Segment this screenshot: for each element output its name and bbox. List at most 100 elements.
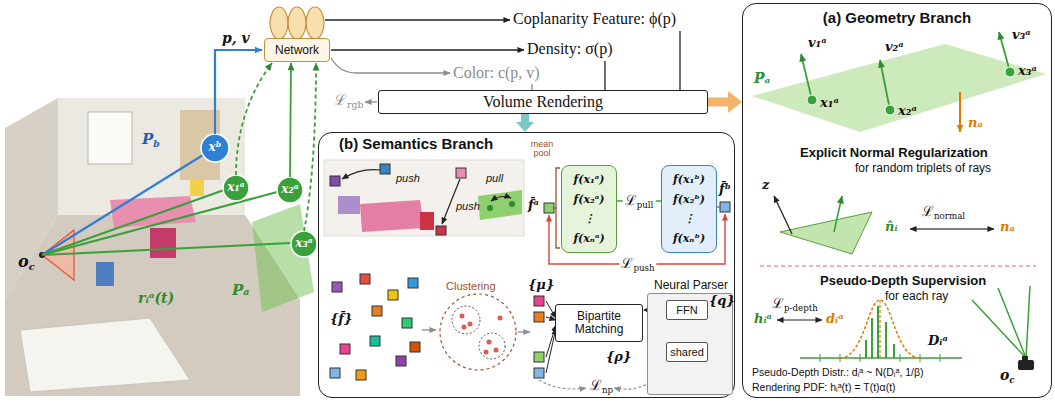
panel-title: (a) Geometry Branch <box>823 9 971 26</box>
ffn-box: FFN <box>666 300 708 320</box>
point-label: x₁ᵃ <box>227 181 244 195</box>
sample-point <box>223 175 249 201</box>
geometry-illustration <box>885 105 895 115</box>
formula: Rendering PDF: hᵢᵃ(t) = T(t)α(t) <box>752 381 896 393</box>
parser-box: FFNsharedNeural Parser <box>647 293 733 395</box>
operation-label: Clustering <box>446 280 496 293</box>
feature-column: f(x₁ᵇ)f(x₂ᵇ)⋮f(xₙᵇ) <box>661 165 717 253</box>
geometry-illustration <box>777 319 822 320</box>
operation-label: mean pool <box>526 140 558 159</box>
semantics-illustration <box>408 278 418 288</box>
depth-label: dᵢᵃ <box>826 312 844 327</box>
plane-label: Pb <box>142 132 160 148</box>
matching-label: Bipartite Matching <box>556 310 642 336</box>
semantics-illustration <box>554 168 560 248</box>
room-illustration <box>252 204 314 312</box>
geometry-illustration <box>900 354 901 362</box>
semantics-illustration <box>491 197 511 201</box>
room-illustration <box>190 180 204 196</box>
semantics-illustration <box>509 201 515 207</box>
output-arrow <box>365 101 377 102</box>
geometry-illustration <box>865 340 867 358</box>
semantics-illustration <box>487 340 492 345</box>
feature-column: f(x₁ᵃ)f(x₂ᵃ)⋮f(xₙᵃ) <box>561 165 617 253</box>
semantics-illustration <box>388 290 398 300</box>
semantics-illustration <box>534 312 544 322</box>
feature-label: ⋮ <box>684 212 695 225</box>
axis-label: z <box>762 178 769 193</box>
geometry-illustration <box>1005 67 1015 77</box>
plane-label: Pₐ <box>232 282 249 299</box>
semantics-illustration <box>534 296 544 306</box>
network-coil <box>306 7 324 39</box>
loss-label: ℒrgb <box>334 93 363 109</box>
normal-label: nₐ <box>968 116 983 131</box>
point-label: x₂ᵃ <box>898 104 917 119</box>
semantics-illustration <box>484 350 489 355</box>
geometry-illustration <box>972 300 1026 358</box>
semantics-illustration <box>330 176 340 186</box>
semantics-illustration <box>342 170 380 179</box>
shared-box: shared <box>666 342 708 362</box>
semantics-illustration <box>360 200 424 232</box>
semantics-illustration <box>420 212 434 230</box>
geometry-illustration <box>840 300 920 358</box>
output-arrow <box>325 19 510 20</box>
formula: Pseudo-Depth Distr.: dᵢᵃ ~ N(Dᵢᵃ, 1/β) <box>752 366 924 378</box>
camera-rays <box>42 190 224 255</box>
network-input <box>290 63 291 177</box>
semantics-illustration <box>360 274 370 284</box>
semantics-illustration <box>410 342 420 352</box>
feature-label: f(x₂ᵃ) <box>573 193 604 206</box>
section-subheading: for random triplets of rays <box>855 162 991 176</box>
geometry-illustration <box>999 32 1010 72</box>
geometry-illustration <box>940 354 941 362</box>
vector-label: v₃ᵃ <box>1012 28 1031 43</box>
process-box: Volume Rendering <box>378 90 708 114</box>
semantics-illustration <box>494 348 499 353</box>
camera-label: oc <box>1000 368 1015 384</box>
semantics-illustration <box>338 196 360 214</box>
semantics-illustration <box>324 160 524 236</box>
geometry-illustration <box>1026 286 1030 358</box>
geometry-illustration <box>910 228 994 229</box>
matching-box: Bipartite Matching <box>555 304 643 342</box>
network-input <box>236 63 272 175</box>
geometry-illustration <box>752 32 1046 370</box>
geometry-illustration <box>1022 356 1028 360</box>
feature-label: f(x₂ᵇ) <box>673 193 705 206</box>
normal-label: n̂ᵢ <box>885 220 898 235</box>
semantics-illustration <box>478 190 522 220</box>
loss-label: ℒnp <box>590 378 613 394</box>
geometry-illustration <box>959 92 961 132</box>
feature-label: ⋮ <box>584 212 595 225</box>
geometry-illustration <box>834 196 842 232</box>
geometry-illustration <box>879 300 880 358</box>
ffn-label: FFN <box>676 304 697 316</box>
output-arrow <box>331 58 450 73</box>
semantics-illustration <box>380 164 390 174</box>
set-label: {f̄} <box>330 312 352 327</box>
camera-rays <box>42 155 291 255</box>
semantics-illustration <box>534 352 544 362</box>
section-subheading: for each ray <box>885 290 948 304</box>
point-label: xᵇ <box>208 141 221 155</box>
semantics-illustration <box>370 336 380 346</box>
pdf-label: hᵢᵃ <box>754 312 772 327</box>
input-label: p, v <box>222 30 250 46</box>
network-coil <box>288 7 306 39</box>
semantics-illustration <box>498 316 503 321</box>
network-input <box>215 50 316 231</box>
geometry-illustration <box>893 344 895 358</box>
semantics-illustration <box>720 202 730 212</box>
network-input <box>304 63 316 231</box>
action-label: push <box>396 172 420 185</box>
depth-label: Dᵢᵃ <box>928 334 948 349</box>
point-label: x₁ᵃ <box>820 96 839 111</box>
feature-label: f̄ᵇ <box>719 182 731 197</box>
